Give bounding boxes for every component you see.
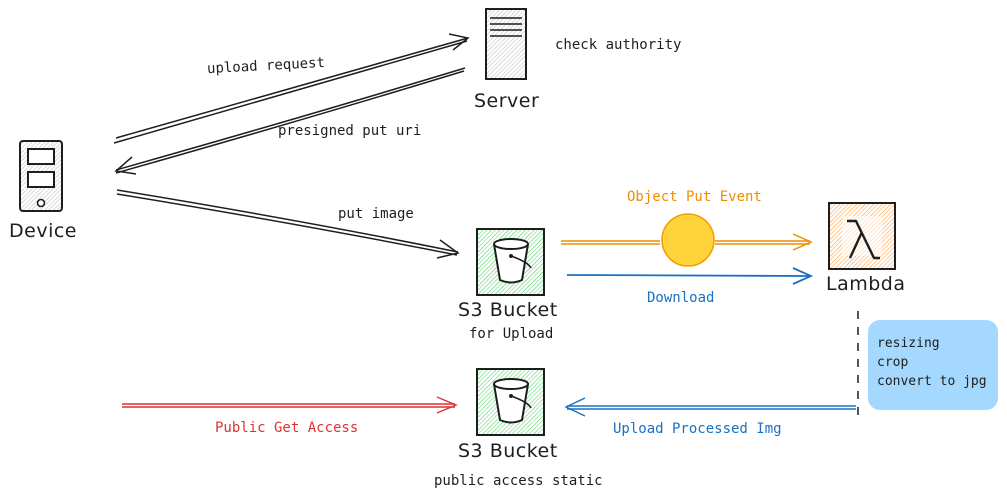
note-line: resizing bbox=[877, 336, 940, 351]
lambda-icon bbox=[828, 202, 896, 270]
device-icon bbox=[19, 140, 63, 212]
server-icon bbox=[485, 8, 527, 80]
public-get-access-label: Public Get Access bbox=[215, 420, 359, 436]
s3-upload-label: S3 Bucket bbox=[458, 299, 558, 321]
server-label: Server bbox=[474, 90, 540, 112]
download-arrow bbox=[566, 267, 814, 285]
s3-bucket-public-icon bbox=[476, 368, 545, 436]
note-line: crop bbox=[877, 355, 909, 370]
s3-public-label: S3 Bucket bbox=[458, 440, 558, 462]
public-get-access-arrow bbox=[122, 396, 458, 414]
server-note-label: check authority bbox=[555, 37, 682, 53]
put-image-label: put image bbox=[338, 206, 414, 222]
upload-request-arrow bbox=[113, 33, 470, 144]
download-label: Download bbox=[647, 290, 715, 306]
object-put-event-arrow bbox=[561, 233, 813, 251]
processing-note bbox=[868, 320, 998, 410]
object-put-event-label: Object Put Event bbox=[627, 189, 762, 205]
device-label: Device bbox=[9, 220, 77, 242]
object-put-event-marker bbox=[661, 213, 715, 267]
lambda-label: Lambda bbox=[826, 273, 906, 295]
s3-bucket-upload-icon bbox=[476, 228, 545, 296]
s3-public-sublabel: public access static bbox=[434, 473, 603, 489]
put-image-arrow bbox=[116, 189, 460, 259]
upload-processed-label: Upload Processed Img bbox=[613, 421, 782, 437]
s3-upload-sublabel: for Upload bbox=[469, 326, 554, 342]
processing-note-text: resizing crop convert to jpg bbox=[877, 334, 987, 391]
note-line: convert to jpg bbox=[877, 374, 987, 389]
presigned-uri-label: presigned put uri bbox=[278, 123, 422, 139]
presigned-uri-arrow bbox=[114, 67, 466, 175]
upload-processed-arrow bbox=[564, 397, 856, 417]
